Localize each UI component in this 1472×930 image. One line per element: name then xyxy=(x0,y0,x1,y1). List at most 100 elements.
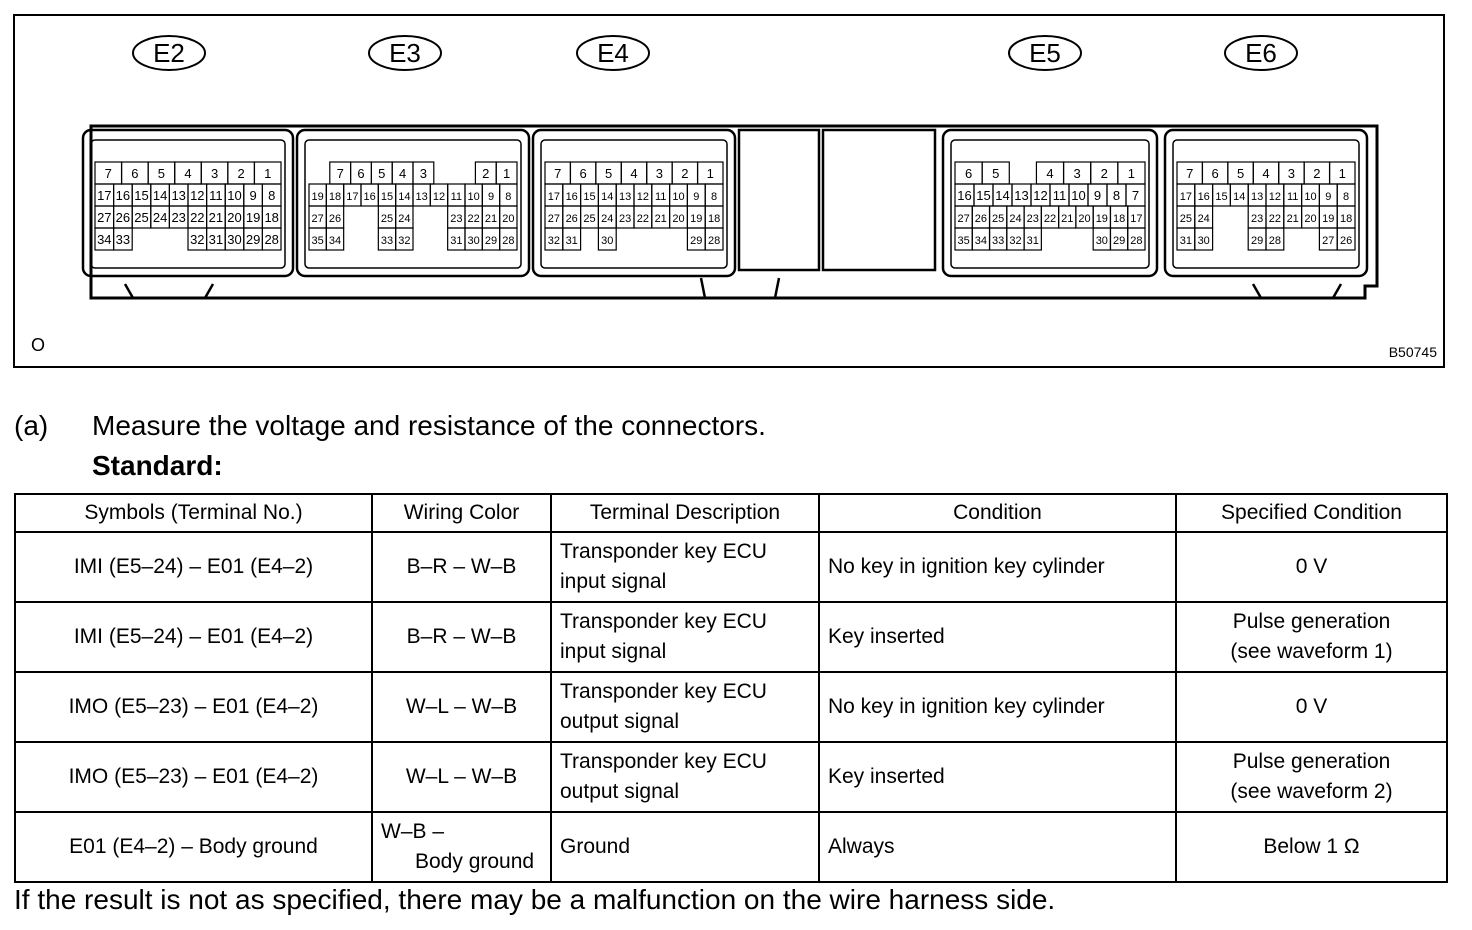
terminal-number: 22 xyxy=(468,213,480,225)
table-header-row: Symbols (Terminal No.) Wiring Color Term… xyxy=(14,493,1448,533)
terminal-number: 26 xyxy=(329,213,341,225)
terminal-number: 35 xyxy=(312,235,324,247)
connector-label-ellipse xyxy=(368,35,442,71)
terminal-number: 23 xyxy=(450,213,462,225)
terminal-number: 30 xyxy=(468,235,480,247)
symbols-text: IMI (E5–24) – E01 (E4–2) xyxy=(73,555,314,578)
terminal-number: 1 xyxy=(707,166,714,181)
terminal-number: 19 xyxy=(1322,213,1334,225)
connector-label-ellipse xyxy=(1224,35,1298,71)
terminal-number: 31 xyxy=(566,235,578,247)
terminal-number: 5 xyxy=(992,166,999,181)
terminal-number: 21 xyxy=(485,213,497,225)
terminal-number: 10 xyxy=(672,191,684,203)
condition-text: Key inserted xyxy=(828,625,945,648)
terminal-number: 6 xyxy=(1212,166,1219,181)
terminal-number: 7 xyxy=(1132,188,1139,203)
terminal-number: 9 xyxy=(1094,188,1101,203)
cell-specified-condition: Below 1 Ω xyxy=(1175,811,1448,883)
terminal-number: 17 xyxy=(1130,213,1142,225)
terminal-number: 34 xyxy=(975,235,987,247)
terminal-number: 18 xyxy=(708,213,720,225)
terminal-number: 28 xyxy=(1269,235,1281,247)
connector-label: E4 xyxy=(597,38,629,68)
terminal-number: 2 xyxy=(681,166,688,181)
housing-latch xyxy=(1251,283,1343,300)
terminal-number: 1 xyxy=(1339,166,1346,181)
cell-specified-condition: Pulse generation(see waveform 2) xyxy=(1175,741,1448,813)
housing-latch xyxy=(123,283,215,300)
symbols-text: IMO (E5–23) – E01 (E4–2) xyxy=(68,695,319,718)
terminal-number: 31 xyxy=(1027,235,1039,247)
terminal-number: 3 xyxy=(1074,166,1081,181)
terminal-number: 3 xyxy=(1288,166,1295,181)
terminal-number: 20 xyxy=(1078,213,1090,225)
terminal-number: 10 xyxy=(1071,188,1085,203)
description-line2: input signal xyxy=(560,640,667,663)
terminal-number: 31 xyxy=(450,235,462,247)
terminal-pin xyxy=(1265,227,1285,251)
terminal-number: 32 xyxy=(1009,235,1021,247)
terminal-number: 23 xyxy=(1027,213,1039,225)
cell-condition: No key in ignition key cylinder xyxy=(818,531,1177,603)
terminal-number: 25 xyxy=(583,213,595,225)
terminal-number: 12 xyxy=(1269,191,1281,203)
condition-text: No key in ignition key cylinder xyxy=(828,555,1105,578)
terminal-number: 32 xyxy=(190,232,204,247)
terminal-number: 33 xyxy=(116,232,130,247)
terminal-number: 13 xyxy=(171,188,185,203)
wiring-text: W–L – W–B xyxy=(405,765,518,788)
header-specified-condition: Specified Condition xyxy=(1175,493,1448,533)
terminal-number: 6 xyxy=(580,166,587,181)
terminal-number: 29 xyxy=(246,232,260,247)
header-wiring-color: Wiring Color xyxy=(371,493,552,533)
terminal-number: 22 xyxy=(1044,213,1056,225)
spec-line1: 0 V xyxy=(1295,555,1328,578)
terminal-number: 33 xyxy=(992,235,1004,247)
terminal-number: 5 xyxy=(1237,166,1244,181)
terminal-number: 20 xyxy=(502,213,514,225)
terminal-number: 12 xyxy=(637,191,649,203)
terminal-number: 30 xyxy=(1198,235,1210,247)
terminal-number: 16 xyxy=(957,188,971,203)
cell-wiring-color: B–R – W–B xyxy=(371,601,552,673)
terminal-number: 2 xyxy=(238,166,245,181)
terminal-number: 17 xyxy=(1180,191,1192,203)
cell-symbols: IMI (E5–24) – E01 (E4–2) xyxy=(14,601,373,673)
terminal-number: 4 xyxy=(1046,166,1053,181)
terminal-number: 21 xyxy=(1061,213,1073,225)
terminal-number: 3 xyxy=(656,166,663,181)
terminal-number: 11 xyxy=(1287,191,1298,203)
terminal-number: 30 xyxy=(227,232,241,247)
terminal-number: 24 xyxy=(601,213,613,225)
terminal-number: 24 xyxy=(1009,213,1021,225)
terminal-number: 6 xyxy=(131,166,138,181)
terminal-number: 17 xyxy=(548,191,560,203)
terminal-number: 28 xyxy=(502,235,514,247)
terminal-number: 21 xyxy=(1287,213,1299,225)
terminal-number: 15 xyxy=(381,191,393,203)
terminal-number: 16 xyxy=(566,191,578,203)
terminal-pin xyxy=(112,227,133,251)
cell-condition: Always xyxy=(818,811,1177,883)
cell-wiring-color: W–L – W–B xyxy=(371,671,552,743)
terminal-number: 27 xyxy=(548,213,560,225)
terminal-number: 16 xyxy=(1198,191,1210,203)
terminal-number: 22 xyxy=(1269,213,1281,225)
terminal-pin xyxy=(395,227,414,251)
connector-label: E2 xyxy=(153,38,185,68)
spec-line2: (see waveform 2) xyxy=(1230,780,1393,803)
terminal-number: 14 xyxy=(153,188,167,203)
cell-terminal-description: Ground xyxy=(550,811,820,883)
symbols-text: IMO (E5–23) – E01 (E4–2) xyxy=(68,765,319,788)
terminal-number: 19 xyxy=(1096,213,1108,225)
cell-symbols: IMI (E5–24) – E01 (E4–2) xyxy=(14,531,373,603)
cell-wiring-color: W–B –Body ground xyxy=(371,811,552,883)
condition-text: Key inserted xyxy=(828,765,945,788)
terminal-number: 20 xyxy=(1304,213,1316,225)
